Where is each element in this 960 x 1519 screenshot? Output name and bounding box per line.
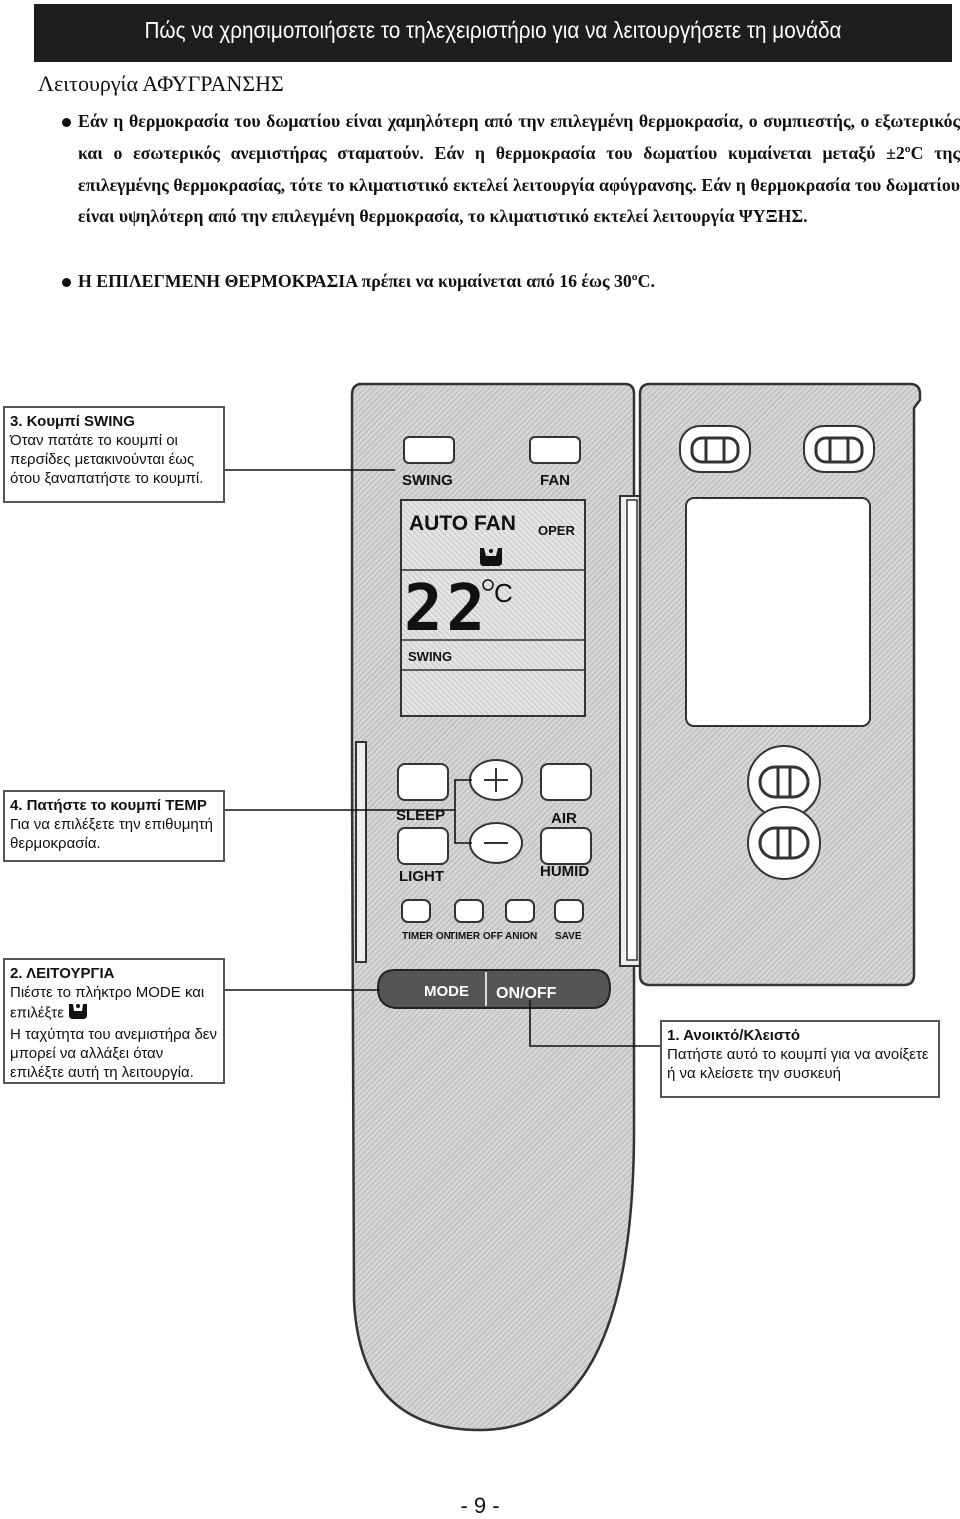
section-title: Λειτουργία ΑΦΥΓΡΑΝΣΗΣ [38, 71, 284, 96]
leader-line-onoff [529, 1000, 660, 1047]
fan-button [529, 436, 581, 464]
callout-swing-head: 3. Κουμπί SWING [10, 413, 135, 430]
callout-mode-body2: Η ταχύτητα του ανεμιστήρα δεν μπορεί να … [10, 1026, 217, 1081]
paragraph-2: Η ΕΠΙΛΕΓΜΕΝΗ ΘΕΡΜΟΚΡΑΣΙΑ πρέπει να κυμαί… [50, 266, 960, 298]
display-unit: C [494, 578, 513, 608]
leader-line-temp [225, 779, 472, 844]
callout-onoff: 1. Ανοικτό/Κλειστό Πατήστε αυτό το κουμπ… [660, 1020, 940, 1098]
swing-button [403, 436, 455, 464]
callout-temp-head: 4. Πατήστε το κουμπί TEMP [10, 797, 207, 814]
callout-swing: 3. Κουμπί SWING Όταν πατάτε το κουμπί οι… [3, 406, 225, 503]
callout-onoff-body: Πατήστε αυτό το κουμπί για να ανοίξετε ή… [667, 1046, 929, 1082]
dry-mode-icon [480, 548, 502, 566]
light-button [397, 827, 449, 865]
save-label: SAVE [555, 931, 582, 942]
callout-mode-body1: Πιέστε το πλήκτρο MODE και επιλέξτε [10, 983, 218, 1025]
cover-knob-bottom [747, 806, 821, 880]
callout-mode: 2. ΛΕΙΤΟΥΡΓΙΑ Πιέστε το πλήκτρο MODE και… [3, 958, 225, 1084]
light-label: LIGHT [399, 868, 444, 885]
header-bar: Πώς να χρησιμοποιήσετε το τηλεχειριστήρι… [34, 4, 952, 62]
paragraph-1-text: Εάν η θερμοκρασία του δωματίου είναι χαμ… [78, 111, 960, 227]
bullet-icon [62, 278, 71, 287]
display-mode-text: AUTO FAN [409, 512, 516, 535]
display-swing: SWING [408, 649, 452, 664]
dry-mode-icon [68, 1002, 88, 1025]
display-temperature: 22 [404, 572, 489, 646]
air-label: AIR [551, 810, 577, 827]
callout-temp-body: Για να επιλέξετε την επιθυμητή θερμοκρασ… [10, 816, 213, 852]
cover-window [685, 497, 871, 727]
mode-onoff-pill [376, 969, 612, 1009]
swing-label: SWING [402, 472, 453, 489]
bullet-icon [62, 118, 71, 127]
fan-label: FAN [540, 472, 570, 489]
mode-label: MODE [424, 983, 469, 1000]
timer-off-button [454, 899, 484, 923]
callout-mode-body1-text: Πιέστε το πλήκτρο MODE και επιλέξτε [10, 984, 205, 1022]
timer-on-button [401, 899, 431, 923]
anion-button [505, 899, 535, 923]
sleep-button [397, 763, 449, 801]
callout-mode-head: 2. ΛΕΙΤΟΥΡΓΙΑ [10, 965, 115, 982]
page-title: Πώς να χρησιμοποιήσετε το τηλεχειριστήρι… [144, 17, 842, 43]
cover-clip-right [803, 425, 875, 473]
paragraph-1: Εάν η θερμοκρασία του δωματίου είναι χαμ… [50, 106, 960, 233]
callout-swing-body: Όταν πατάτε το κουμπί οι περσίδες μετακι… [10, 432, 204, 487]
paragraph-2-text: Η ΕΠΙΛΕΓΜΕΝΗ ΘΕΡΜΟΚΡΑΣΙΑ πρέπει να κυμαί… [78, 271, 655, 291]
onoff-label: ON/OFF [496, 985, 557, 1002]
timer-off-label: TIMER OFF [449, 931, 503, 942]
lcd-display [400, 499, 586, 717]
timer-on-label: TIMER ON [402, 931, 451, 942]
humid-button [540, 827, 592, 865]
cover-clip-left [679, 425, 751, 473]
callout-onoff-head: 1. Ανοικτό/Κλειστό [667, 1027, 801, 1044]
display-oper: OPER [538, 523, 575, 538]
humid-label: HUMID [540, 863, 589, 880]
callout-temp: 4. Πατήστε το κουμπί TEMP Για να επιλέξε… [3, 790, 225, 862]
page-number: - 9 - [460, 1493, 500, 1518]
air-button [540, 763, 592, 801]
save-button [554, 899, 584, 923]
sleep-label: SLEEP [396, 807, 445, 824]
anion-label: ANION [505, 931, 537, 942]
cover-knob-top [747, 745, 821, 819]
side-tab [355, 741, 367, 963]
